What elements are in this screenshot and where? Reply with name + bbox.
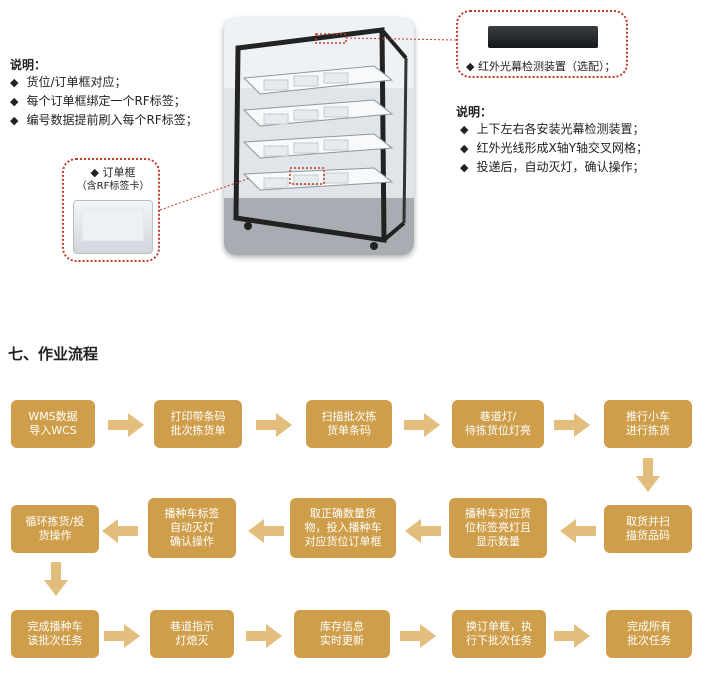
- notes-left-list: 货位/订单框对应； 每个订单框绑定一个RF标签； 编号数据提前刷入每个RF标签；: [10, 73, 198, 130]
- arrow-right: [400, 624, 436, 648]
- notes-right-item: 上下左右各安装光幕检测装置；: [460, 120, 648, 139]
- notes-left-item: 每个订单框绑定一个RF标签；: [10, 92, 198, 111]
- arrow-right: [256, 413, 292, 437]
- step-print-picklist: 打印带条码 批次拣货单: [154, 400, 242, 448]
- step-aisle-light-on: 巷道灯/ 待拣货位灯亮: [452, 400, 544, 448]
- arrow-left: [405, 519, 441, 543]
- step-cart-label-lights: 播种车对应货 位标签亮灯且 显示数量: [449, 498, 547, 558]
- step-next-batch: 换订单框，执 行下批次任务: [452, 610, 546, 658]
- order-box-label: ◆ 订单框: [90, 166, 136, 179]
- arrow-down: [636, 458, 660, 492]
- step-loop-picking: 循环拣货/投 货操作: [11, 505, 99, 553]
- notes-left-item: 编号数据提前刷入每个RF标签；: [10, 111, 197, 130]
- notes-left-title: 说明：: [10, 58, 47, 72]
- step-complete-cart-batch: 完成播种车 该批次任务: [11, 610, 99, 658]
- arrow-right: [246, 624, 282, 648]
- arrow-right: [554, 624, 590, 648]
- notes-right-item: 红外光线形成X轴Y轴交叉网格；: [460, 139, 648, 158]
- step-aisle-light-off: 巷道指示 灯熄灭: [150, 610, 234, 658]
- arrow-left: [248, 519, 284, 543]
- step-pick-and-scan: 取货并扫 描货品码: [604, 505, 692, 553]
- order-box-image: [73, 200, 153, 254]
- arrow-left: [560, 519, 596, 543]
- sensor-label: ◆ 红外光幕检测装置（选配）；: [466, 60, 616, 73]
- put-wall-photo: [224, 18, 414, 255]
- notes-right: 说明： 上下左右各安装光幕检测装置； 红外光线形成X轴Y轴交叉网格； 投递后，自…: [456, 103, 648, 177]
- put-wall-rack-image: [224, 18, 414, 255]
- arrow-right: [108, 413, 144, 437]
- arrow-right: [554, 413, 590, 437]
- step-scan-picklist: 扫描批次拣 货单条码: [306, 400, 392, 448]
- step-inventory-update: 库存信息 实时更新: [294, 610, 390, 658]
- arrow-left: [102, 519, 138, 543]
- notes-left: 说明： 货位/订单框对应； 每个订单框绑定一个RF标签； 编号数据提前刷入每个R…: [10, 56, 198, 130]
- notes-right-item: 投递后，自动灭灯，确认操作；: [460, 158, 648, 177]
- step-complete-all: 完成所有 批次任务: [606, 610, 692, 658]
- arrow-right: [404, 413, 440, 437]
- notes-left-item: 货位/订单框对应；: [10, 73, 198, 92]
- order-box-callout: ◆ 订单框 （含RF标签卡）: [62, 158, 160, 262]
- step-auto-light-off: 播种车标签 自动灭灯 确认操作: [148, 498, 236, 558]
- step-push-cart: 推行小车 进行拣货: [604, 400, 692, 448]
- arrow-down: [44, 562, 68, 596]
- step-put-into-order-box: 取正确数量货 物，投入播种车 对应货位订单框: [290, 498, 396, 558]
- order-box-sublabel: （含RF标签卡）: [76, 181, 150, 192]
- step-wms-import: WMS数据 导入WCS: [11, 400, 95, 448]
- sensor-callout: ◆ 红外光幕检测装置（选配）；: [456, 10, 628, 78]
- arrow-right: [104, 624, 140, 648]
- section-title: 七、作业流程: [8, 345, 99, 363]
- light-curtain-sensor-image: [488, 26, 598, 48]
- notes-right-title: 说明：: [456, 105, 493, 119]
- notes-right-list: 上下左右各安装光幕检测装置； 红外光线形成X轴Y轴交叉网格； 投递后，自动灭灯，…: [460, 120, 648, 177]
